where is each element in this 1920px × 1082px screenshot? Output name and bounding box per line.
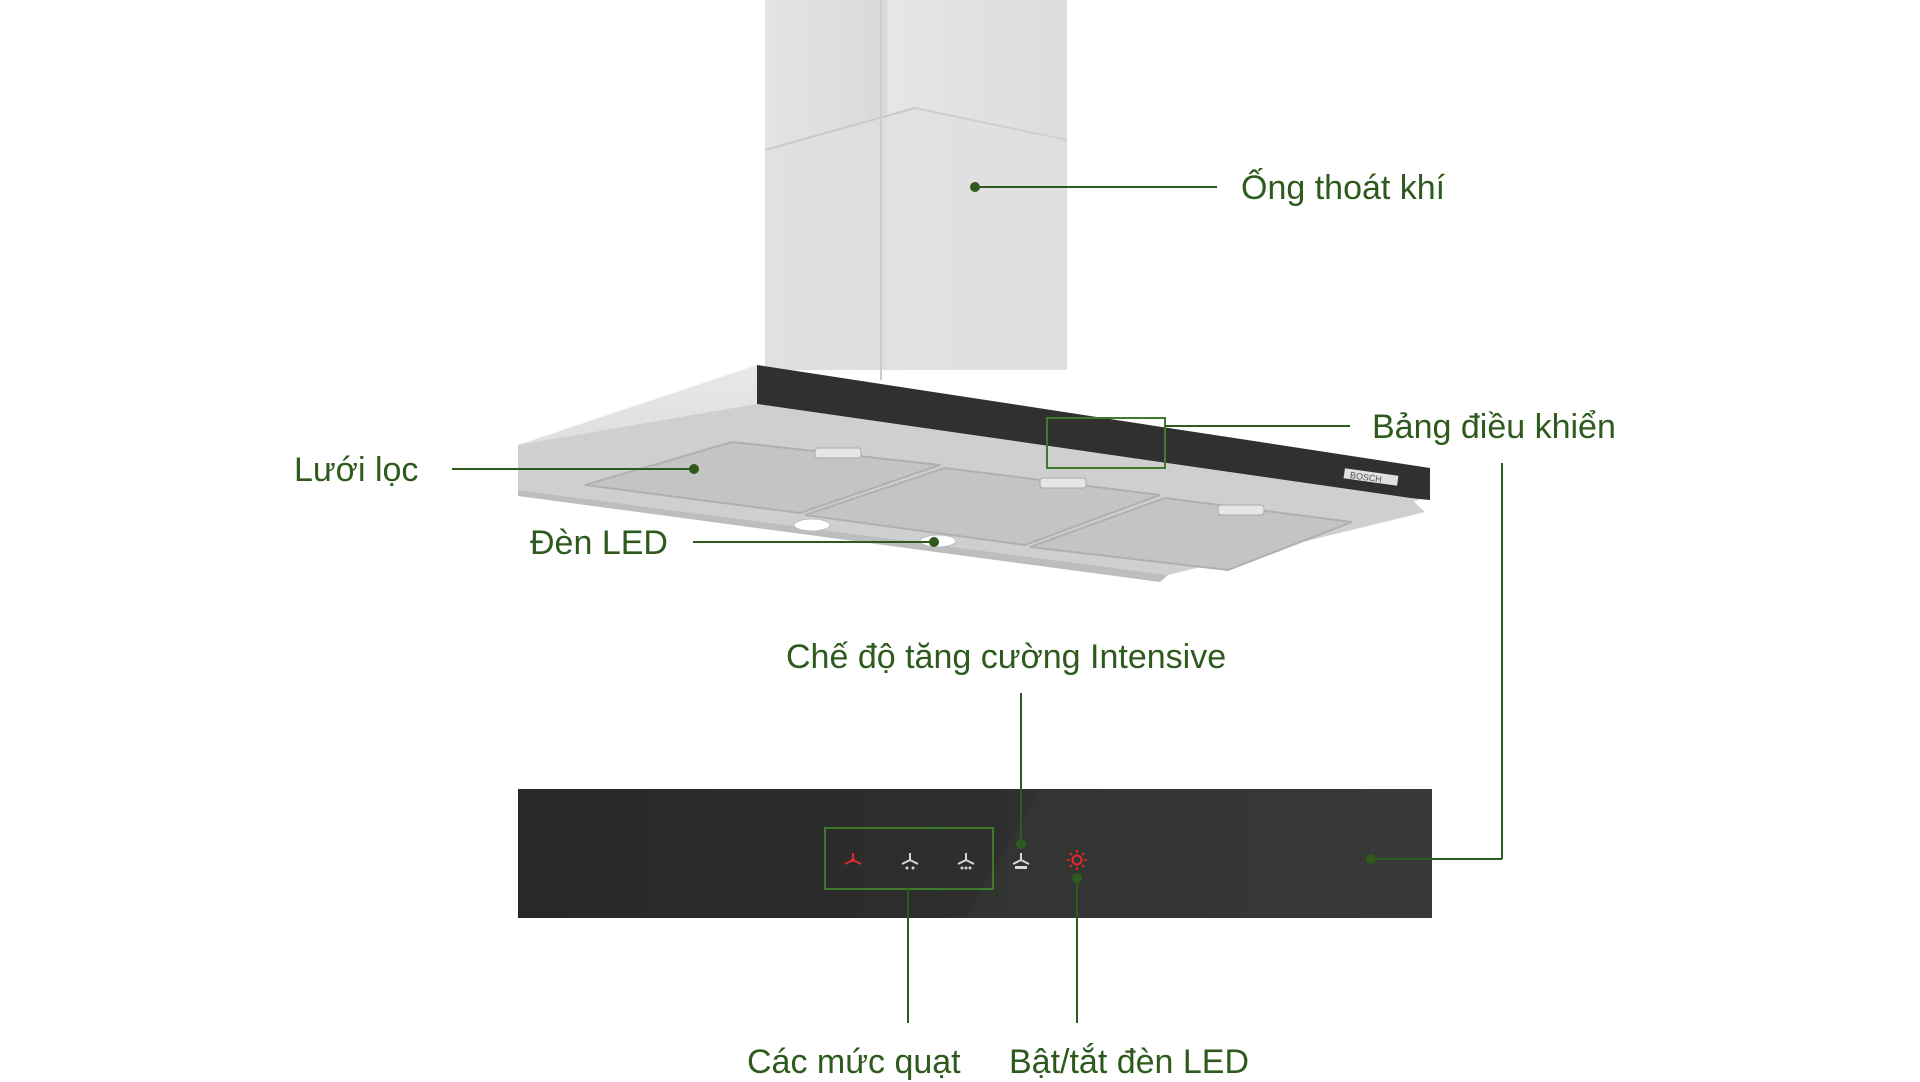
brand-badge xyxy=(1343,468,1399,486)
led-lamp xyxy=(793,518,831,532)
control-panel-closeup xyxy=(518,789,1432,918)
label-duct: Ống thoát khí xyxy=(1241,169,1446,207)
fan-level-1-icon[interactable] xyxy=(844,853,862,865)
fan-level-2-icon[interactable] xyxy=(901,853,919,870)
label-led: Đèn LED xyxy=(530,524,668,562)
brand-text: BOSCH xyxy=(1349,470,1382,484)
chimney-duct xyxy=(764,0,1068,380)
leader-lines xyxy=(452,182,1503,1023)
label-control-panel: Bảng điều khiển xyxy=(1372,408,1616,446)
label-intensive: Chế độ tăng cường Intensive xyxy=(786,638,1227,676)
label-filter: Lưới lọc xyxy=(294,451,419,489)
light-icon[interactable] xyxy=(1067,850,1087,870)
control-panel-highlight xyxy=(1046,417,1166,469)
label-led-toggle: Bật/tắt đèn LED xyxy=(1009,1043,1250,1081)
fan-level-3-icon[interactable] xyxy=(957,853,975,870)
label-fan-levels: Các mức quạt xyxy=(747,1043,961,1081)
filter-panels xyxy=(584,440,1353,572)
hood-canopy: BOSCH xyxy=(518,365,1430,582)
fan-intensive-icon[interactable] xyxy=(1012,853,1030,869)
